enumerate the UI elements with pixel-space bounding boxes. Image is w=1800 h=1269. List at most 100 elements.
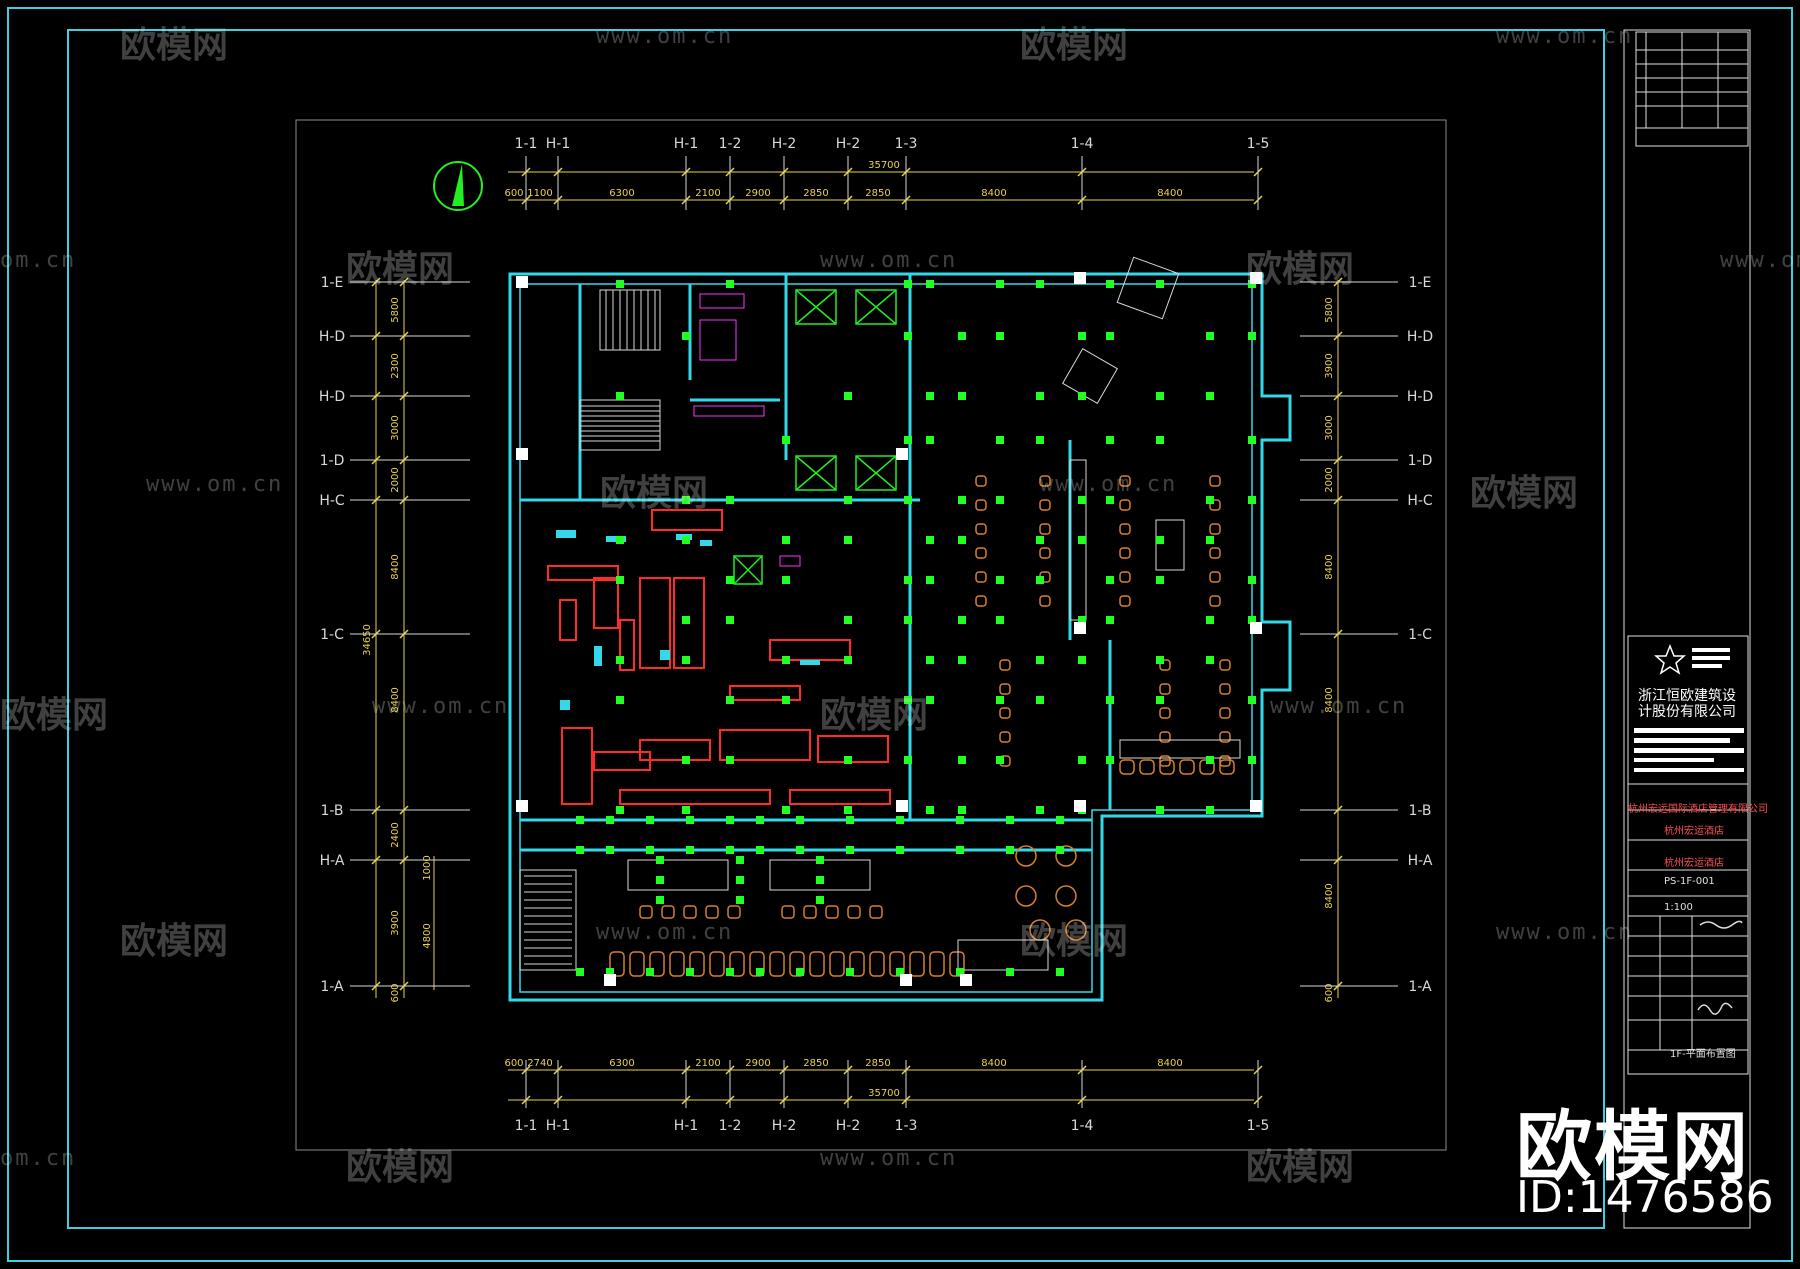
column-marker	[656, 856, 664, 864]
watermark-logo: 欧模网	[346, 1147, 455, 1188]
watermark-logo: 欧模网	[1020, 921, 1129, 962]
column-axis-label-bottom: 1-4	[1071, 1118, 1094, 1134]
column-marker	[896, 816, 904, 824]
column-marker	[606, 968, 614, 976]
column-marker	[1156, 392, 1164, 400]
column-marker	[846, 846, 854, 854]
drawing-title: 1F-平面布置图	[1670, 1049, 1736, 1060]
row-axis-label-right: H-C	[1407, 493, 1433, 509]
column-axis-label-bottom: 1-1	[515, 1118, 538, 1134]
column-marker	[844, 496, 852, 504]
column-marker	[1078, 536, 1086, 544]
dining-chair	[1159, 755, 1171, 767]
outer-frame	[7, 7, 1793, 1262]
column-marker	[844, 656, 852, 664]
scale-label: 1:100	[1664, 902, 1693, 913]
column-marker	[846, 968, 854, 976]
booth-seat	[669, 951, 685, 977]
pillar	[1250, 622, 1262, 634]
company-logo-icon	[1654, 643, 1730, 675]
round-table	[1015, 845, 1037, 867]
column-marker	[996, 576, 1004, 584]
column-marker	[616, 392, 624, 400]
row-axis-label-left: H-A	[320, 853, 345, 869]
dimension-bottom: 2850	[865, 1058, 890, 1069]
column-marker	[1106, 696, 1114, 704]
structural-columns	[576, 280, 1256, 976]
dimension-bottom: 8400	[981, 1058, 1006, 1069]
column-marker	[616, 806, 624, 814]
column-marker	[904, 332, 912, 340]
column-marker	[958, 616, 966, 624]
column-marker	[682, 332, 690, 340]
column-marker	[1036, 392, 1044, 400]
dining-chair	[1119, 523, 1131, 535]
column-marker	[782, 696, 790, 704]
column-marker	[1078, 756, 1086, 764]
column-marker	[656, 896, 664, 904]
column-marker	[782, 656, 790, 664]
column-marker	[782, 806, 790, 814]
column-marker	[616, 280, 624, 288]
column-marker	[796, 846, 804, 854]
dining-chair	[1039, 499, 1051, 511]
column-marker	[726, 696, 734, 704]
bar-stool	[1119, 759, 1135, 775]
column-marker	[606, 846, 614, 854]
bar-stool	[1139, 759, 1155, 775]
column-marker	[1036, 576, 1044, 584]
column-axis-label-bottom: H-1	[674, 1118, 699, 1134]
dining-chair	[1119, 499, 1131, 511]
column-marker	[682, 806, 690, 814]
column-marker	[956, 846, 964, 854]
dimension-left-inner: 4800	[422, 923, 433, 948]
watermark-logo: 欧模网	[120, 921, 229, 962]
column-marker	[926, 436, 934, 444]
dining-chair	[1159, 659, 1171, 671]
row-axis-label-right: H-A	[1408, 853, 1433, 869]
column-marker	[1156, 806, 1164, 814]
watermark-url: www.om.cn	[1496, 920, 1634, 945]
column-marker	[646, 846, 654, 854]
column-axis-label-top: 1-1	[515, 136, 538, 152]
watermark-id: ID:1476586	[1516, 1172, 1774, 1223]
title-block	[1623, 29, 1751, 1229]
column-marker	[956, 968, 964, 976]
column-marker	[996, 696, 1004, 704]
staircases	[519, 289, 661, 971]
column-marker	[958, 496, 966, 504]
chair	[825, 905, 839, 919]
watermark-logo: 欧模网	[346, 249, 455, 290]
dimension-top: 1100	[527, 188, 552, 199]
magenta-labels	[693, 293, 801, 567]
dimension-top: 2850	[865, 188, 890, 199]
column-marker	[646, 816, 654, 824]
dimension-right: 8400	[1324, 883, 1335, 908]
dimension-total-bottom: 35700	[868, 1088, 900, 1099]
column-marker	[958, 536, 966, 544]
column-marker	[926, 656, 934, 664]
column-axis-label-top: 1-4	[1071, 136, 1094, 152]
column-marker	[1106, 496, 1114, 504]
column-marker	[926, 696, 934, 704]
watermark-url: www.om.cn	[820, 1146, 958, 1171]
dimension-right: 8400	[1324, 687, 1335, 712]
pillar	[516, 800, 528, 812]
column-marker	[736, 876, 744, 884]
column-marker	[1248, 436, 1256, 444]
row-axis-label-right: 1-A	[1408, 979, 1432, 995]
column-axis-label-top: 1-5	[1247, 136, 1270, 152]
dimension-top: 6300	[609, 188, 634, 199]
dining-chair	[1209, 523, 1221, 535]
pillar	[896, 448, 908, 460]
pillar	[1074, 622, 1086, 634]
column-axis-label-bottom: H-1	[546, 1118, 571, 1134]
title-block-signatures	[1697, 920, 1743, 1015]
chair	[639, 905, 653, 919]
row-axis-label-right: 1-B	[1408, 803, 1431, 819]
booth-seat	[929, 951, 945, 977]
column-axis-label-bottom: 1-2	[719, 1118, 742, 1134]
dining-chair	[1159, 731, 1171, 743]
column-marker	[926, 536, 934, 544]
booth-seat	[909, 951, 925, 977]
